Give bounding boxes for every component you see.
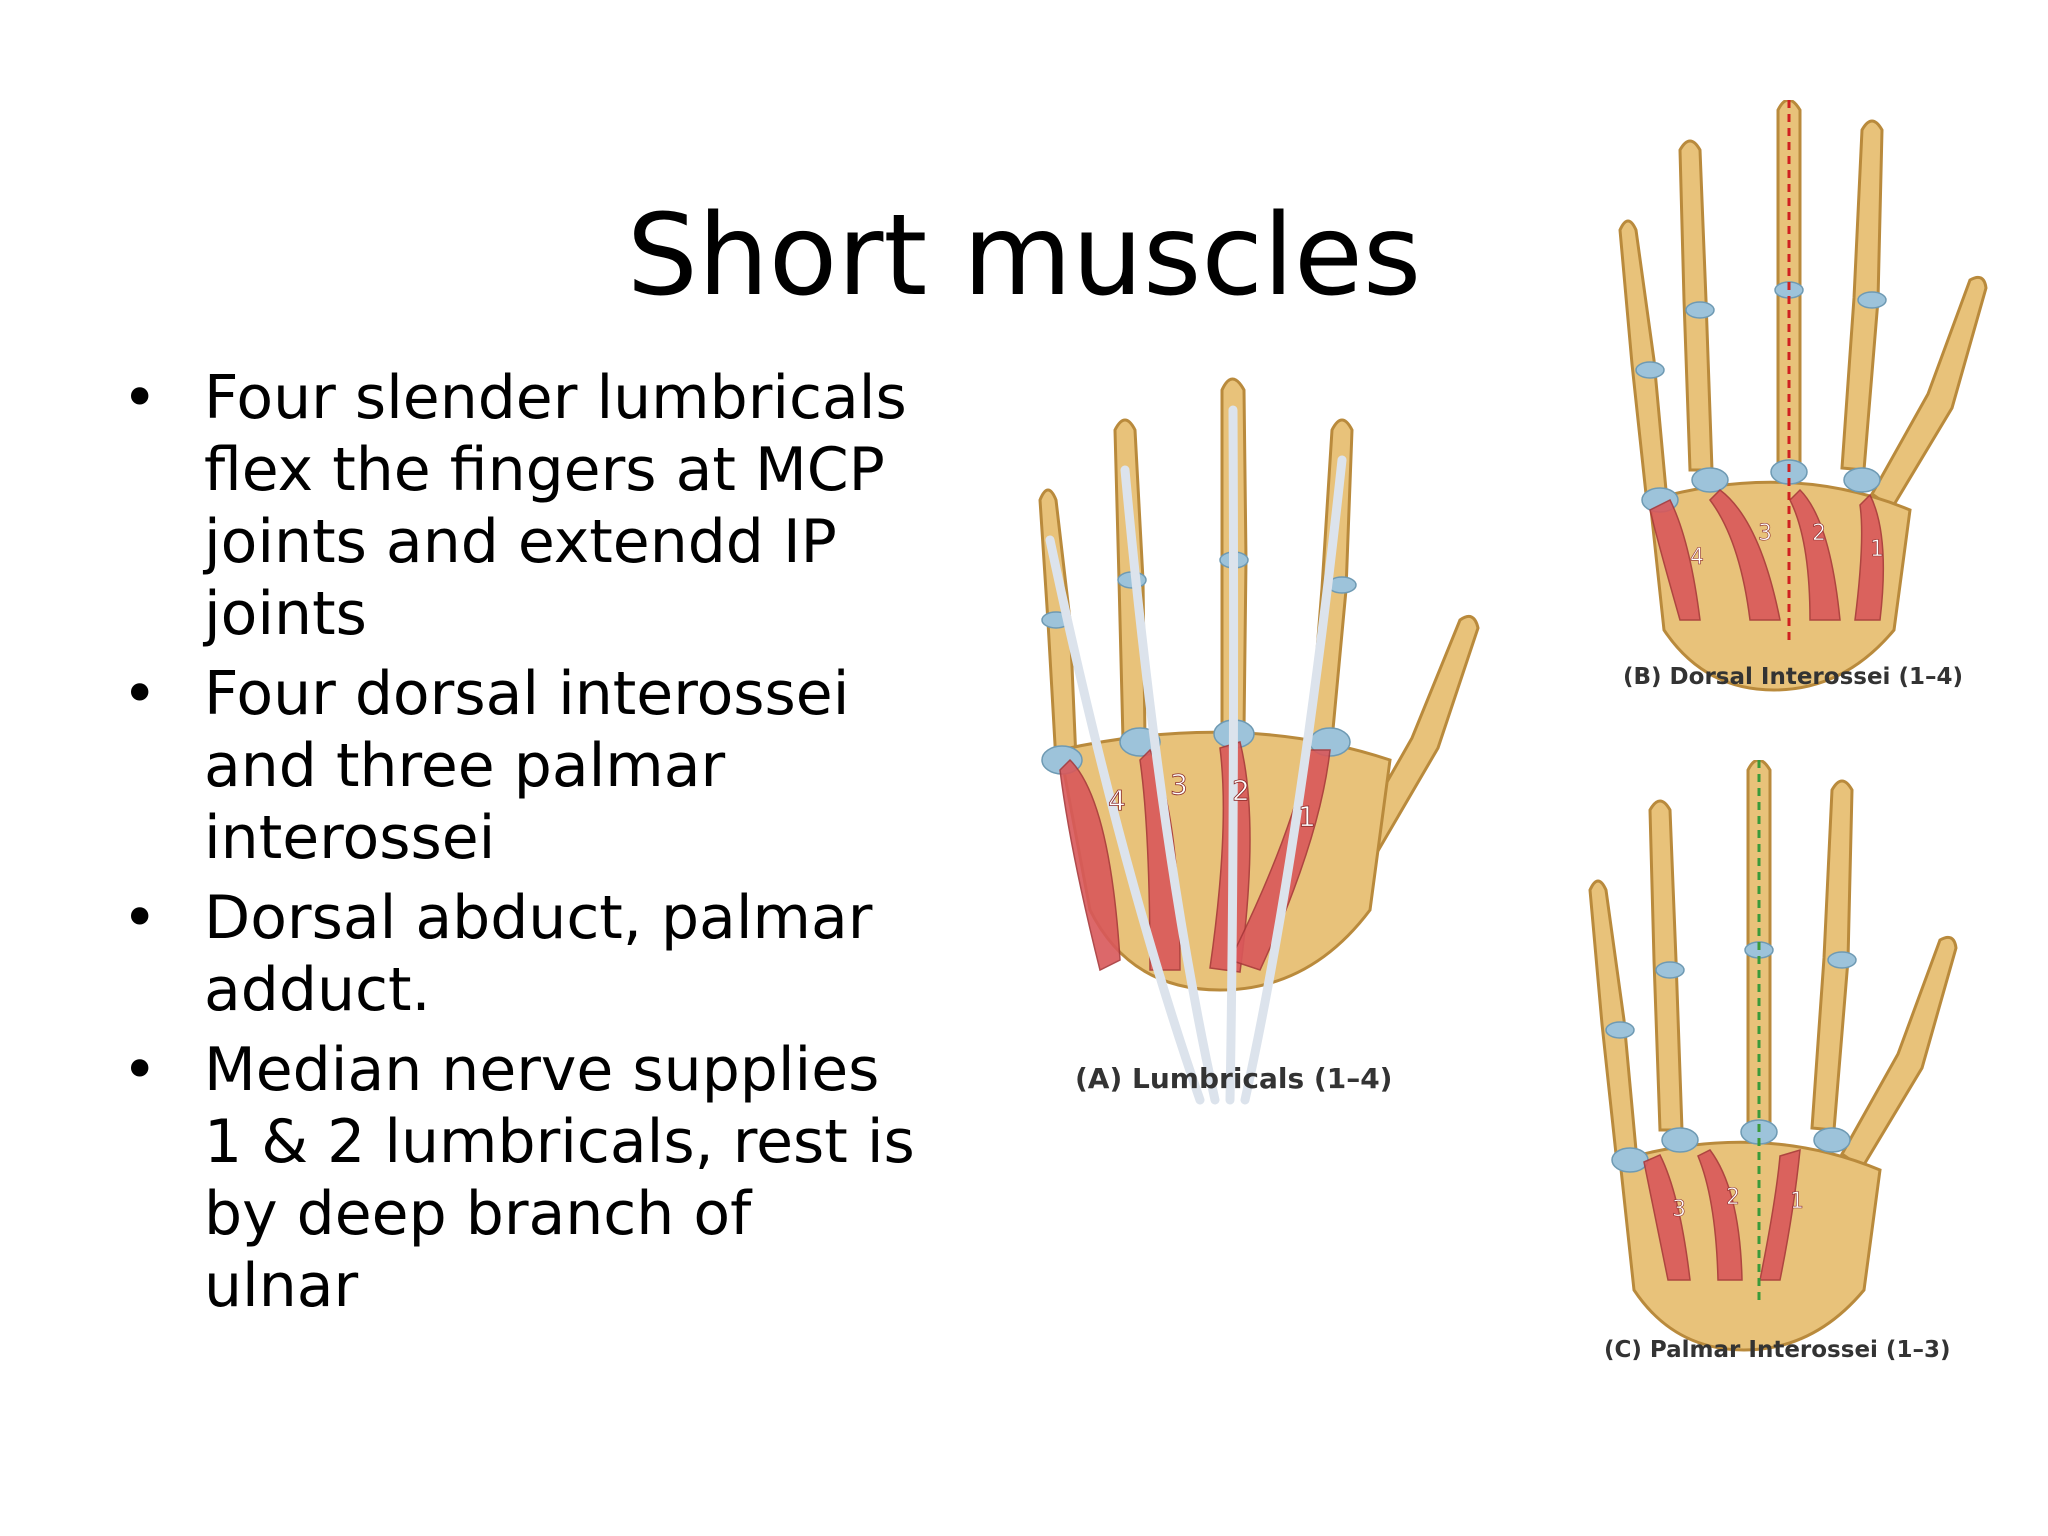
carpal-bones — [1618, 1140, 1882, 1352]
muscle-label: 2 — [1726, 1185, 1740, 1210]
finger-bone — [1588, 879, 1638, 1156]
bullet-item: • Median nerve supplies 1 & 2 lumbricals,… — [120, 1034, 920, 1322]
muscle-label: 4 — [1108, 784, 1126, 817]
tendons — [1045, 405, 1347, 1105]
hand-bones — [1618, 100, 1988, 692]
muscle-label: 1 — [1298, 800, 1316, 833]
bullet-glyph: • — [122, 883, 158, 953]
palmar-interossei-hand-illustration: 3 2 1 — [1588, 760, 1958, 1352]
muscle-label: 1 — [1870, 537, 1884, 562]
dorsal-interossei-hand-illustration: 4 3 2 1 — [1618, 100, 1988, 692]
bullet-text: Median nerve supplies 1 & 2 lumbricals, … — [204, 1035, 915, 1321]
carpal-bones — [1648, 480, 1912, 692]
dorsal-interossei-muscles — [1649, 488, 1885, 621]
lumbricals-hand-illustration: 4 3 2 1 — [1038, 377, 1480, 1105]
muscle-label: 3 — [1170, 768, 1188, 801]
muscle-label: 1 — [1790, 1189, 1804, 1214]
hand-bones — [1588, 760, 1958, 1352]
figure-c-caption: (C) Palmar Interossei (1–3) — [1604, 1337, 1951, 1363]
bullet-text: Dorsal abduct, palmar adduct. — [204, 883, 873, 1025]
muscle-labels: 3 2 1 — [1672, 1185, 1805, 1223]
muscle-labels: 4 3 2 1 — [1108, 768, 1317, 834]
figure-a-caption: (A) Lumbricals (1–4) — [1075, 1062, 1393, 1095]
bullet-item: • Dorsal abduct, palmar adduct. — [120, 882, 920, 1026]
thumb-bone — [1870, 275, 1988, 511]
thumb-bone — [1840, 935, 1958, 1171]
muscle-label: 3 — [1672, 1197, 1686, 1222]
bullet-text: Four dorsal interossei and three palmar … — [204, 659, 850, 873]
figure-b-caption: (B) Dorsal Interossei (1–4) — [1623, 664, 1963, 690]
muscle-label: 2 — [1812, 521, 1826, 546]
bullet-item: • Four dorsal interossei and three palmar… — [120, 658, 920, 874]
joints — [1605, 941, 1857, 1173]
muscle-labels: 4 3 2 1 — [1690, 521, 1885, 571]
bullet-text: Four slender lumbricals flex the fingers… — [204, 363, 907, 649]
muscle-label: 4 — [1690, 545, 1704, 570]
bullet-glyph: • — [122, 659, 158, 729]
finger-bone — [1618, 219, 1668, 496]
muscle-label: 3 — [1758, 521, 1772, 546]
bullet-glyph: • — [122, 1035, 158, 1105]
slide-title: Short muscles — [626, 191, 1422, 322]
bullet-list: • Four slender lumbricals flex the finger… — [120, 362, 920, 1330]
joints — [1635, 281, 1887, 513]
bullet-item: • Four slender lumbricals flex the finger… — [120, 362, 920, 650]
muscle-label: 2 — [1232, 774, 1250, 807]
bullet-glyph: • — [122, 363, 158, 433]
